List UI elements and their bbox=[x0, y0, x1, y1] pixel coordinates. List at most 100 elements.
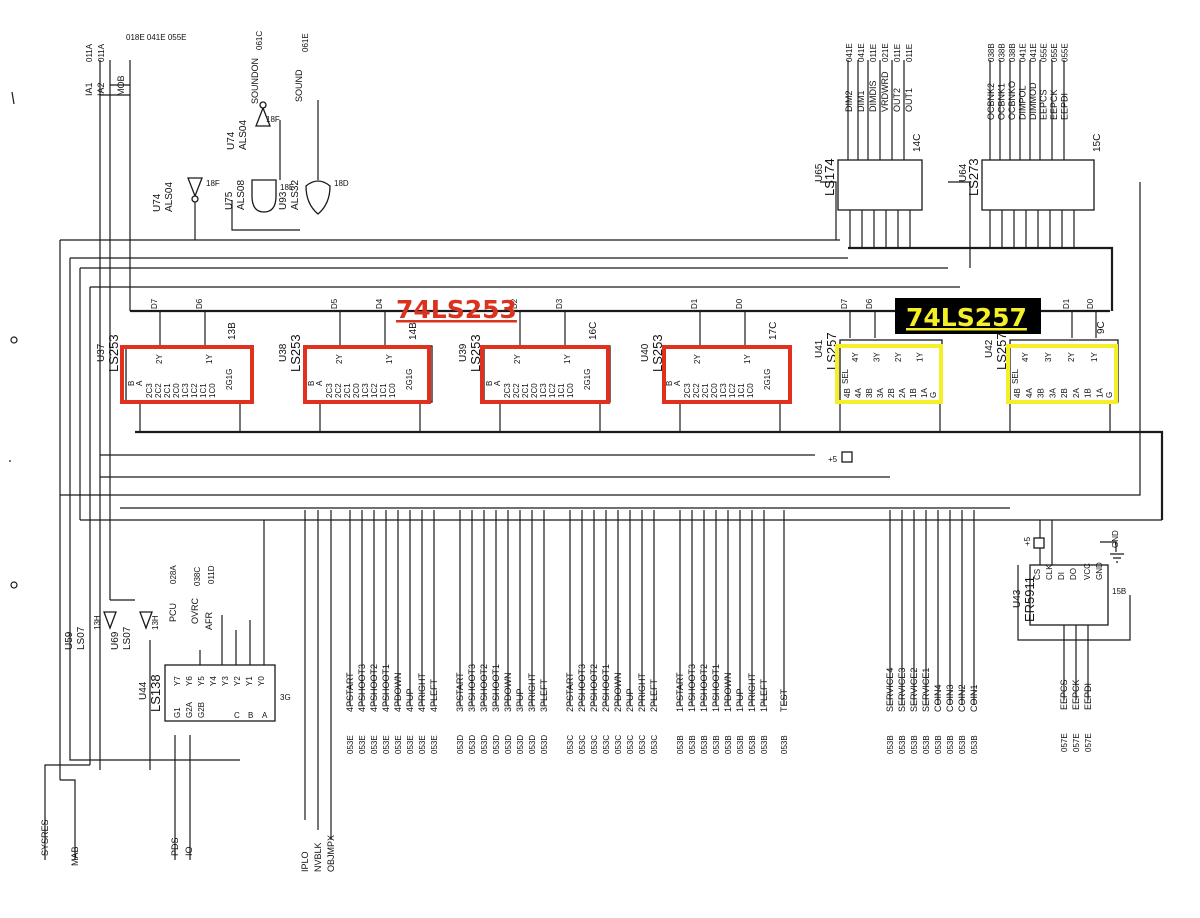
input-signal: 1PRIGHT bbox=[747, 672, 757, 712]
svg-text:U74: U74 bbox=[152, 193, 163, 212]
input-signal: COIN2 bbox=[957, 684, 967, 712]
svg-text:SYSRES: SYSRES bbox=[40, 819, 50, 856]
input-signal-ref: 053E bbox=[406, 735, 415, 754]
input-signal-ref: 053B bbox=[970, 735, 979, 754]
pin-label: 2Y bbox=[513, 354, 522, 364]
register-output: DIMMOD bbox=[1028, 82, 1038, 120]
red-highlights bbox=[120, 345, 792, 404]
pin-label: B bbox=[127, 381, 136, 386]
register-output: DIM2 bbox=[844, 90, 854, 112]
input-signal-ref: 053D bbox=[528, 735, 537, 754]
input-signal-ref: 057E bbox=[1060, 733, 1069, 752]
input-signal: 3PUP bbox=[515, 688, 525, 712]
pin-label: 2Y bbox=[894, 352, 903, 362]
svg-text:018E 041E 055E: 018E 041E 055E bbox=[126, 33, 187, 42]
net-ia2: IA2 bbox=[96, 82, 106, 96]
net-sndon: SOUNDON bbox=[250, 58, 260, 104]
chip-loc: 13B bbox=[227, 322, 238, 340]
pin-label: 1B bbox=[1084, 388, 1093, 398]
register-output: OUT2 bbox=[892, 88, 902, 112]
svg-text:PDS: PDS bbox=[170, 837, 180, 856]
svg-text:U65: U65 bbox=[814, 163, 825, 182]
chip-u37: U37 LS253 13B bbox=[96, 322, 253, 403]
pin-label: 4A bbox=[854, 388, 863, 398]
bus-bit: D6 bbox=[195, 298, 204, 309]
pin-label: B bbox=[665, 381, 674, 386]
register-output: EEPDI bbox=[1060, 93, 1070, 120]
pin-label: 1Y bbox=[743, 354, 752, 364]
gates: U74 ALS04 18F U74 ALS04 18F U75 ALS08 18… bbox=[64, 101, 349, 650]
svg-text:ALS32: ALS32 bbox=[290, 180, 301, 210]
pin-label: 1Y bbox=[385, 354, 394, 364]
yellow-highlights bbox=[835, 344, 1118, 404]
gnd-label: GND bbox=[1111, 530, 1120, 548]
svg-text:028A: 028A bbox=[169, 565, 178, 584]
svg-text:U39: U39 bbox=[458, 343, 469, 362]
svg-text:U41: U41 bbox=[814, 339, 825, 358]
bus-bit: D4 bbox=[375, 298, 384, 309]
svg-text:18F: 18F bbox=[266, 115, 280, 124]
svg-text:Y6: Y6 bbox=[185, 676, 194, 686]
input-signal-ref: 053B bbox=[688, 735, 697, 754]
input-signal-ref: 053C bbox=[602, 735, 611, 754]
register-output: OCBNK1 bbox=[997, 83, 1007, 120]
input-signal-ref: 053D bbox=[468, 735, 477, 754]
input-signal: COIN1 bbox=[969, 684, 979, 712]
input-signal: 1PUP bbox=[735, 688, 745, 712]
pin-label: 1C1 bbox=[737, 383, 746, 398]
input-signal-ref: 053E bbox=[370, 735, 379, 754]
input-signal-ref: 053C bbox=[638, 735, 647, 754]
net-sound: SOUND bbox=[294, 69, 304, 102]
pin-label: SEL bbox=[841, 368, 850, 384]
pin-label: B bbox=[307, 381, 316, 386]
pin-label: 4B bbox=[843, 388, 852, 398]
input-signal-ref: 053B bbox=[934, 735, 943, 754]
register-output-ref: 041E bbox=[1029, 43, 1038, 62]
register-output: DIMPOL bbox=[1018, 85, 1028, 120]
input-bus bbox=[135, 430, 1164, 520]
input-signal: 1PSHOOT3 bbox=[687, 664, 697, 712]
pin-label: 1C0 bbox=[566, 383, 575, 398]
register-output-ref: 041E bbox=[845, 43, 854, 62]
input-signal: 2PSHOOT1 bbox=[601, 664, 611, 712]
highlight-u41 bbox=[835, 344, 943, 404]
svg-text:18E: 18E bbox=[280, 183, 294, 192]
svg-text:9C: 9C bbox=[1096, 321, 1107, 334]
input-signal: 3PSHOOT2 bbox=[479, 664, 489, 712]
pin-label: 2C0 bbox=[172, 383, 181, 398]
input-signal-ref: 053C bbox=[626, 735, 635, 754]
input-signal-ref: 053B bbox=[922, 735, 931, 754]
pin-label: 2C1 bbox=[163, 383, 172, 398]
input-signal: 1PSHOOT2 bbox=[699, 664, 709, 712]
input-signal: SERVICE2 bbox=[909, 668, 919, 712]
input-signal-ref: 053C bbox=[590, 735, 599, 754]
register-output-ref: 055E bbox=[1061, 43, 1070, 62]
pin-label: A bbox=[135, 380, 144, 386]
pin-label: 2C0 bbox=[530, 383, 539, 398]
pin-label: 1Y bbox=[1090, 352, 1099, 362]
svg-text:18D: 18D bbox=[334, 179, 349, 188]
svg-text:LS273: LS273 bbox=[966, 158, 981, 196]
svg-text:ALS04: ALS04 bbox=[238, 120, 249, 150]
highlight-u40 bbox=[662, 345, 792, 404]
pin-label: 2Y bbox=[693, 354, 702, 364]
highlight-u37 bbox=[120, 345, 254, 404]
input-signal: 3PSHOOT1 bbox=[491, 664, 501, 712]
register-output: DIM1 bbox=[856, 90, 866, 112]
svg-text:LS253: LS253 bbox=[468, 334, 483, 372]
register-output: OUT1 bbox=[904, 88, 914, 112]
chip-u64: U64 LS273 15C bbox=[958, 134, 1103, 211]
chip-u38: U38 LS253 14B bbox=[278, 322, 433, 403]
pin-label: B bbox=[485, 381, 494, 386]
pin-label: 1B bbox=[909, 388, 918, 398]
pin-label: 2C3 bbox=[683, 383, 692, 398]
pin-label: 1Y bbox=[563, 354, 572, 364]
svg-text:U93: U93 bbox=[278, 191, 289, 210]
input-signal: SERVICE3 bbox=[897, 668, 907, 712]
svg-text:U69: U69 bbox=[110, 631, 121, 650]
input-signal: 1PLEFT bbox=[759, 678, 769, 712]
pin-label: 1C1 bbox=[199, 383, 208, 398]
pin-label: 2B bbox=[1060, 388, 1069, 398]
pin-label: 1C3 bbox=[361, 383, 370, 398]
bus-bit: D1 bbox=[690, 298, 699, 309]
